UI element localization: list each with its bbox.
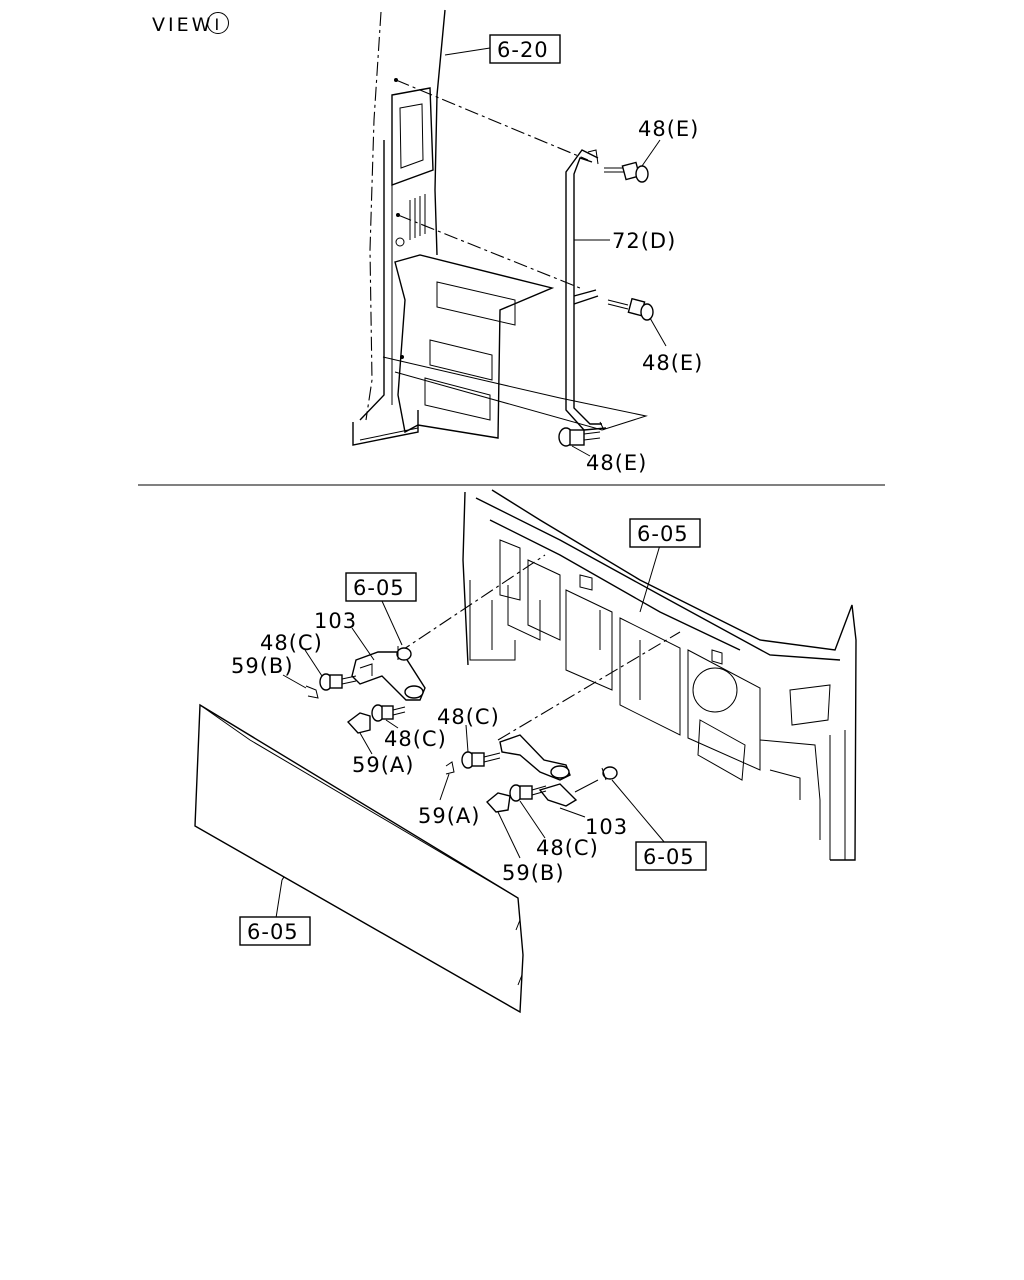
front-panel [194, 703, 524, 1014]
label-bolt-right-bottom: 48(C) [536, 836, 599, 860]
ref-leader-cab-top [639, 544, 661, 613]
label-bracket-left: 103 [314, 609, 357, 633]
stay-bar [565, 149, 607, 431]
ref-box-6-20 [489, 34, 561, 64]
view-circle-icon [207, 12, 229, 34]
leader-bolt-right-top [465, 724, 469, 753]
mount-hole-bottom [400, 355, 404, 359]
bracket-right-icon [499, 734, 578, 807]
mount-hole-mid [396, 213, 400, 217]
ref-box-panel [239, 916, 311, 946]
bolt-right-bottom-icon [509, 784, 547, 802]
label-bolt-left-top: 48(C) [260, 631, 323, 655]
leader-bolt-mid [649, 317, 667, 347]
ref-box-cab-top-text: 6-05 [637, 522, 689, 546]
cap-right-icon [485, 792, 511, 813]
lower-view: 6-05 [194, 489, 857, 1014]
clip-left-icon [305, 685, 319, 699]
label-clip-right: 59(A) [418, 804, 480, 828]
ref-box-bolt-right-text: 6-05 [643, 845, 695, 869]
mount-line-left [397, 554, 546, 654]
leader-clip-left [282, 674, 307, 689]
cab-pillar [352, 9, 555, 446]
leader-bolt-bottom [571, 445, 591, 457]
upper-view: 6-20 4 [352, 9, 703, 475]
bolt-right-top-icon [461, 751, 501, 769]
label-bolt-mid: 48(E) [642, 351, 703, 375]
ref-leader-bracket-left [381, 600, 403, 646]
bolt-top-icon [604, 161, 649, 183]
bolt-right-far-icon [574, 766, 618, 793]
leader-clip-right [439, 773, 450, 801]
label-bolt-right-top: 48(C) [437, 705, 500, 729]
bolt-mid-icon [607, 297, 654, 321]
mount-line-right [497, 631, 681, 741]
ref-box-cab-top [629, 518, 701, 548]
leader-bracket-right [559, 807, 586, 818]
mount-hole-top [394, 78, 398, 82]
label-cap-right: 59(B) [502, 861, 565, 885]
bolt-left-mid-icon [319, 673, 357, 691]
leader-bolt-top [641, 139, 661, 167]
leader-bolt-right-bottom [519, 800, 546, 839]
cap-left-icon [346, 712, 371, 734]
label-clip-left: 59(B) [231, 654, 294, 678]
bolt-bottom-icon [558, 427, 601, 447]
label-cap-left: 59(A) [352, 753, 414, 777]
bracket-left-icon [351, 651, 426, 701]
leader-bolt-left-bottom [385, 719, 399, 729]
leader-bracket-left [351, 627, 375, 661]
mount-line-bottom [382, 356, 648, 431]
ref-box-bolt-right [635, 841, 707, 871]
label-bolt-left-bottom: 48(C) [384, 727, 447, 751]
label-bracket-right: 103 [585, 815, 628, 839]
label-bolt-top: 48(E) [638, 117, 699, 141]
view-header: VIEW I [152, 12, 229, 36]
ref-box-6-20-text: 6-20 [497, 38, 549, 62]
label-bar: 72(D) [612, 229, 676, 253]
ref-leader-6-20 [444, 47, 491, 56]
clip-right-icon [445, 761, 455, 775]
view-title: VIEW [152, 14, 213, 36]
bolt-left-bottom-icon [371, 704, 406, 722]
ref-box-bracket-left-text: 6-05 [353, 576, 405, 600]
leader-cap-left [359, 732, 373, 755]
leader-bolt-left-top [304, 649, 323, 677]
ref-leader-panel [275, 879, 283, 919]
ref-box-panel-text: 6-05 [247, 920, 299, 944]
ref-leader-bolt-right [611, 779, 666, 844]
cab-front-structure [462, 489, 857, 861]
ref-box-bracket-left [345, 572, 417, 602]
mount-line-mid [397, 214, 581, 289]
view-symbol: I [215, 15, 220, 34]
mount-line-top [395, 79, 589, 161]
label-bolt-bottom: 48(E) [586, 451, 647, 475]
leader-cap-right [497, 811, 521, 859]
bolt-left-top-icon [396, 646, 412, 661]
